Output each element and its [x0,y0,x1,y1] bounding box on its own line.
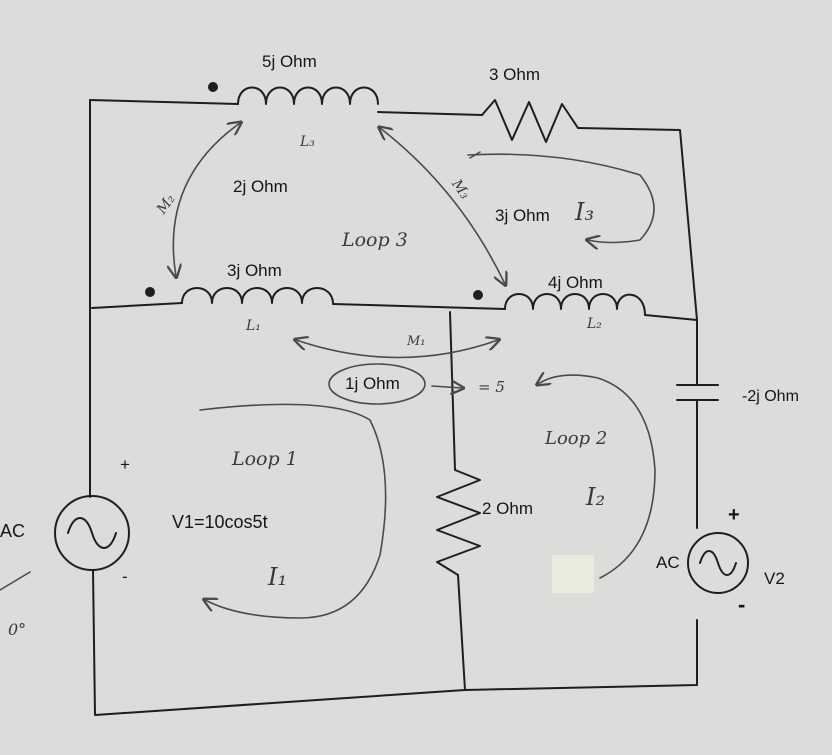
label-v2-minus: - [738,592,745,617]
resistor-2ohm [436,469,481,576]
label-l1-name: L₁ [245,318,261,334]
polarity-dot-l2 [473,290,483,300]
top-wire-left [89,99,239,105]
label-m1-value: 1j Ohm [345,374,400,393]
source-v1 [54,495,130,571]
label-i1: I₁ [267,563,287,591]
coupling-arrow-m3 [380,128,505,284]
label-v1-expression: V1=10cos5t [172,512,268,532]
inductor-l3 [237,86,379,105]
inductor-l2 [504,293,646,316]
top-wire-mid [377,111,483,116]
label-loop2: Loop 2 [544,428,607,449]
mid-wire-center [332,303,506,310]
polarity-dot-l1 [145,287,155,297]
coupling-arrow-m2 [173,123,240,276]
label-l1-value: 3j Ohm [227,261,282,280]
label-loop3: Loop 3 [341,229,408,251]
label-v1-minus: - [122,567,128,586]
label-r2-value: 2 Ohm [482,499,533,518]
loop-arrow-i1 [199,403,387,619]
polarity-dot-l3 [208,82,218,92]
label-v1-plus: + [120,455,130,474]
right-wire-upper [577,127,698,386]
label-cap-value: -2j Ohm [742,388,799,405]
loop-arrow-i2 [538,375,656,579]
m1-value-highlight [328,363,426,405]
label-l3-value: 5j Ohm [262,52,317,71]
capacitor [676,384,719,401]
label-v2-ac: AC [656,553,680,572]
mid-wire-right [644,314,698,321]
resistor-3ohm [481,99,579,143]
label-l3-name: L₃ [299,134,315,150]
label-l2-value: 4j Ohm [548,273,603,292]
label-r3-value: 3 Ohm [489,65,540,84]
label-l2-name: L₂ [586,316,602,332]
label-v1-phase: 0° [8,620,26,639]
label-v2-plus: + [728,504,740,526]
center-branch-bottom [457,574,466,691]
label-i2: I₂ [585,483,605,511]
label-v2-name: V2 [764,569,785,588]
mid-wire-left [91,302,183,309]
paper-spot [552,555,594,593]
label-m1-equals: = 5 [478,378,505,396]
loop-arrow-i3 [467,153,655,242]
label-m1-name: M₁ [406,334,426,349]
inductor-l1 [181,287,334,304]
label-m2-value: 2j Ohm [233,177,288,196]
loop-arrow-i3-tail [469,151,481,159]
pencil-stroke [0,571,31,591]
label-loop1: Loop 1 [231,448,298,470]
source-v2 [687,532,749,594]
coupling-arrow-m1 [296,340,498,359]
label-v1-ac: AC [0,521,25,541]
label-i3: I₃ [574,198,594,226]
m1-pointer-arrow [431,386,462,388]
label-m3-value: 3j Ohm [495,206,550,225]
